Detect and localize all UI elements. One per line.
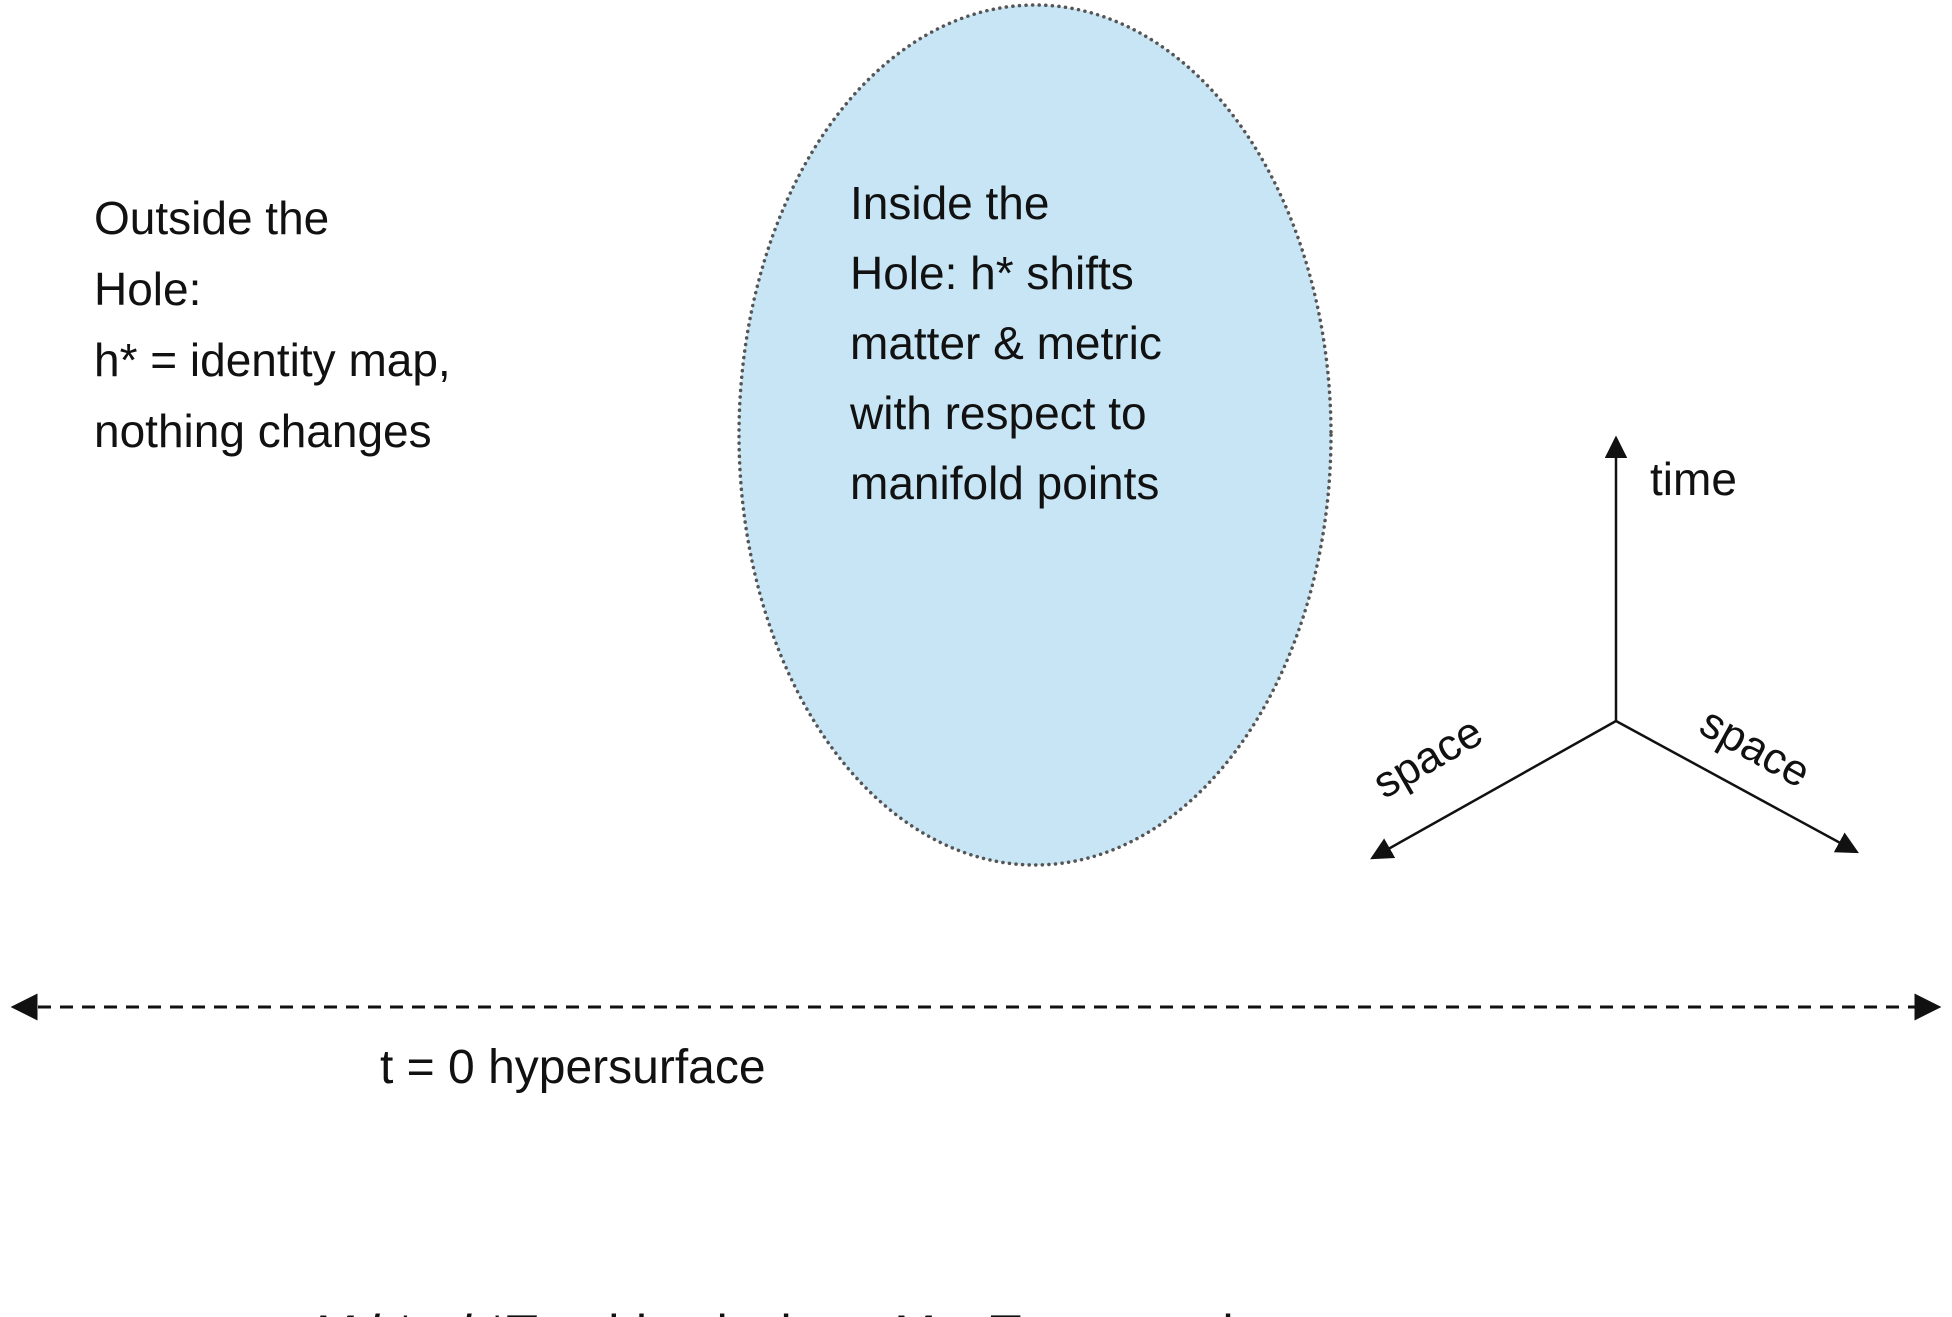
space-axis-left-line [1370, 719, 1617, 860]
space-axis-right-line [1615, 719, 1859, 854]
hypersurface-label: t = 0 hypersurface [380, 1041, 766, 1094]
inside-hole-label: Inside the Hole: h* shifts matter & metr… [850, 177, 1162, 509]
hole-ellipse [737, 3, 1333, 867]
time-axis-label: time [1650, 453, 1737, 505]
formula-block: <M,h*g,h*T>: identical to <M,g,T> everyw… [283, 1168, 1363, 1317]
outside-hole-label: Outside the Hole: h* = identity map, not… [94, 192, 451, 457]
formula-line-1: <M,h*g,h*T>: identical to <M,g,T> everyw… [283, 1300, 1363, 1317]
